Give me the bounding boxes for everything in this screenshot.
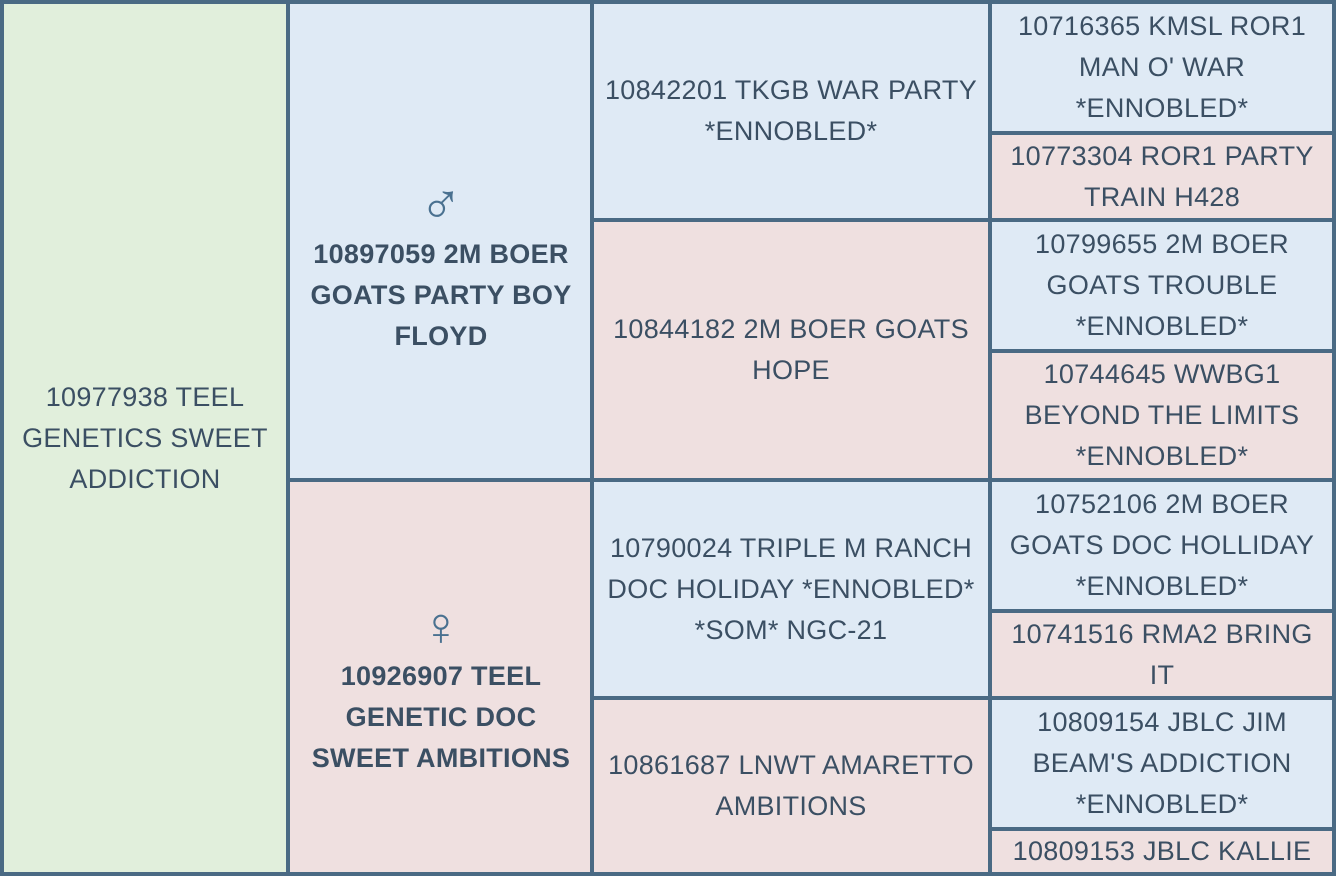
- dam-dam-sire-cell[interactable]: 10809154 JBLC JIM BEAM'S ADDICTION *ENNO…: [988, 696, 1336, 831]
- subject-name: 10977938 TEEL GENETICS SWEET ADDICTION: [22, 381, 268, 494]
- dam-cell[interactable]: ♀ 10926907 TEEL GENETIC DOC SWEET AMBITI…: [286, 478, 596, 876]
- dam-sire-cell[interactable]: 10790024 TRIPLE M RANCH DOC HOLIDAY *ENN…: [590, 478, 992, 700]
- sire-name: 10897059 2M BOER GOATS PARTY BOY FLOYD: [310, 238, 572, 351]
- sire-sire-sire-name: 10716365 KMSL ROR1 MAN O' WAR *ENNOBLED*: [1017, 11, 1307, 123]
- sire-dam-sire-name: 10799655 2M BOER GOATS TROUBLE *ENNOBLED…: [1035, 229, 1289, 341]
- sire-dam-sire-cell[interactable]: 10799655 2M BOER GOATS TROUBLE *ENNOBLED…: [988, 218, 1336, 353]
- sire-cell[interactable]: ♂ 10897059 2M BOER GOATS PARTY BOY FLOYD: [286, 0, 596, 482]
- dam-dam-dam-cell[interactable]: 10809153 JBLC KALLIE: [988, 827, 1336, 876]
- dam-sire-sire-name: 10752106 2M BOER GOATS DOC HOLLIDAY *ENN…: [1009, 489, 1315, 601]
- dam-dam-name: 10861687 LNWT AMARETTO AMBITIONS: [608, 750, 974, 821]
- dam-dam-sire-name: 10809154 JBLC JIM BEAM'S ADDICTION *ENNO…: [1032, 707, 1292, 819]
- dam-name: 10926907 TEEL GENETIC DOC SWEET AMBITION…: [311, 660, 571, 773]
- sire-dam-dam-name: 10744645 WWBG1 BEYOND THE LIMITS *ENNOBL…: [1024, 359, 1300, 471]
- dam-sire-sire-cell[interactable]: 10752106 2M BOER GOATS DOC HOLLIDAY *ENN…: [988, 478, 1336, 613]
- sire-sire-cell[interactable]: 10842201 TKGB WAR PARTY *ENNOBLED*: [590, 0, 992, 222]
- sire-sire-dam-cell[interactable]: 10773304 ROR1 PARTY TRAIN H428: [988, 131, 1336, 222]
- sire-sire-name: 10842201 TKGB WAR PARTY *ENNOBLED*: [604, 75, 978, 146]
- dam-dam-dam-name: 10809153 JBLC KALLIE: [1012, 836, 1312, 866]
- sire-dam-cell[interactable]: 10844182 2M BOER GOATS HOPE: [590, 218, 992, 482]
- dam-sire-dam-name: 10741516 RMA2 BRING IT: [1011, 618, 1313, 690]
- dam-dam-cell[interactable]: 10861687 LNWT AMARETTO AMBITIONS: [590, 696, 992, 876]
- subject-cell[interactable]: 10977938 TEEL GENETICS SWEET ADDICTION: [0, 0, 290, 876]
- sire-sire-dam-name: 10773304 ROR1 PARTY TRAIN H428: [1010, 140, 1314, 212]
- dam-sire-name: 10790024 TRIPLE M RANCH DOC HOLIDAY *ENN…: [607, 532, 975, 645]
- sire-dam-dam-cell[interactable]: 10744645 WWBG1 BEYOND THE LIMITS *ENNOBL…: [988, 349, 1336, 482]
- sire-sire-sire-cell[interactable]: 10716365 KMSL ROR1 MAN O' WAR *ENNOBLED*: [988, 0, 1336, 135]
- sire-dam-name: 10844182 2M BOER GOATS HOPE: [613, 314, 969, 385]
- dam-sire-dam-cell[interactable]: 10741516 RMA2 BRING IT: [988, 609, 1336, 700]
- male-symbol-icon: ♂: [419, 171, 463, 237]
- female-symbol-icon: ♀: [420, 596, 462, 657]
